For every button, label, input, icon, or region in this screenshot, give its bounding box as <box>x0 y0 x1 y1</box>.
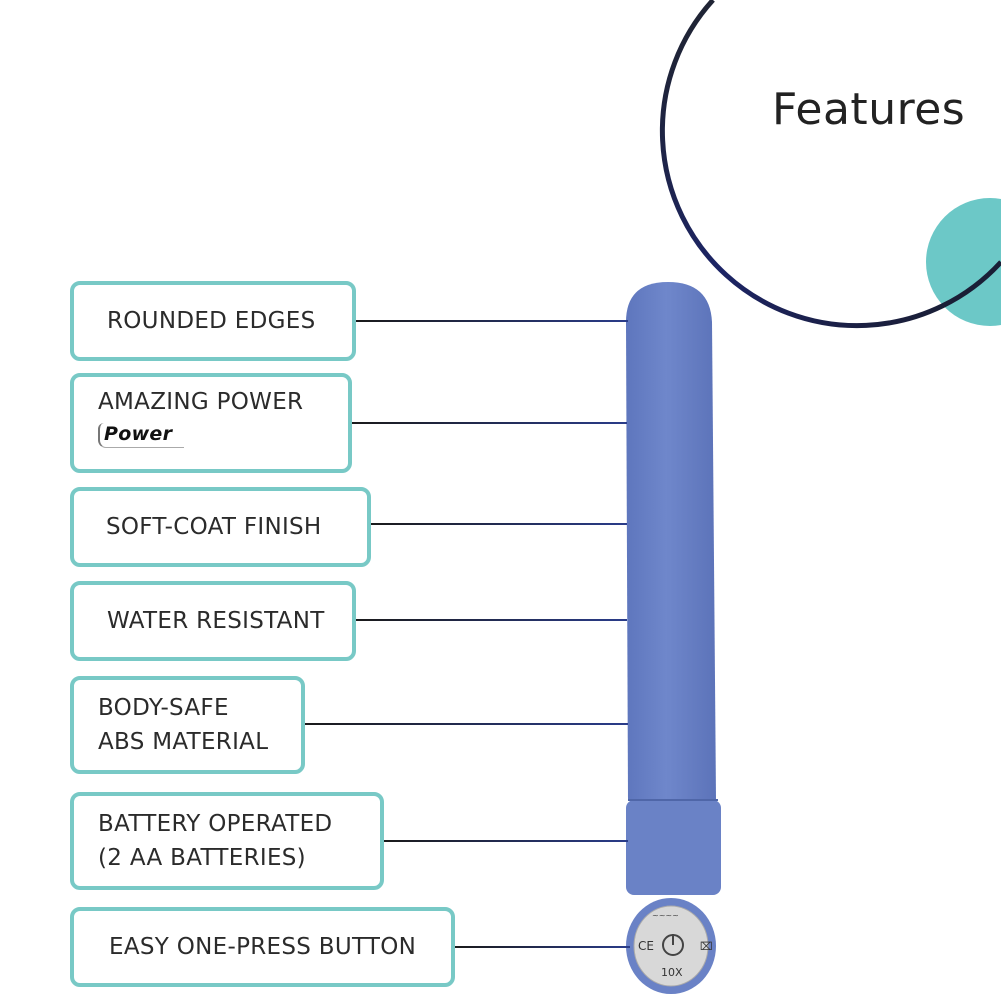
brand-mark-icon: ~~~~ <box>652 911 679 920</box>
feature-label: AMAZING POWER <box>98 389 304 415</box>
connector-line <box>455 946 630 948</box>
connector-line <box>384 840 628 842</box>
feature-amazing-power: AMAZING POWER Power <box>70 373 352 473</box>
page-title: Features <box>772 84 966 135</box>
connector-line <box>371 523 627 525</box>
speed-label: 10X <box>661 966 683 979</box>
feature-battery-operated: BATTERY OPERATED (2 AA BATTERIES) <box>70 792 384 890</box>
recycle-bin-icon: ⌧ <box>700 940 713 953</box>
product-cap <box>626 800 721 895</box>
feature-label: ABS MATERIAL <box>98 729 269 755</box>
connector-line <box>305 723 628 725</box>
teal-accent-circle <box>926 198 1001 326</box>
power-logo: Power <box>98 423 185 448</box>
features-arc <box>659 0 1001 329</box>
feature-label: BATTERY OPERATED <box>98 811 333 837</box>
product-illustration: CE ⌧ ~~~~ <box>626 282 721 994</box>
feature-label: SOFT-COAT FINISH <box>106 514 322 540</box>
feature-label: (2 AA BATTERIES) <box>98 845 306 871</box>
feature-water-resistant: WATER RESISTANT <box>70 581 356 661</box>
feature-rounded-edges: ROUNDED EDGES <box>70 281 356 361</box>
connector-line <box>352 422 627 424</box>
ce-mark-icon: CE <box>638 939 654 953</box>
connector-line <box>356 320 628 322</box>
feature-body-safe: BODY-SAFE ABS MATERIAL <box>70 676 305 774</box>
connector-line <box>356 619 627 621</box>
feature-label: WATER RESISTANT <box>107 608 325 634</box>
feature-one-press-button: EASY ONE-PRESS BUTTON <box>70 907 455 987</box>
product-base-plate <box>633 905 709 987</box>
feature-label: ROUNDED EDGES <box>107 308 316 334</box>
feature-soft-coat-finish: SOFT-COAT FINISH <box>70 487 371 567</box>
feature-label: BODY-SAFE <box>98 695 229 721</box>
feature-label: EASY ONE-PRESS BUTTON <box>109 934 417 960</box>
product-body <box>626 282 716 800</box>
